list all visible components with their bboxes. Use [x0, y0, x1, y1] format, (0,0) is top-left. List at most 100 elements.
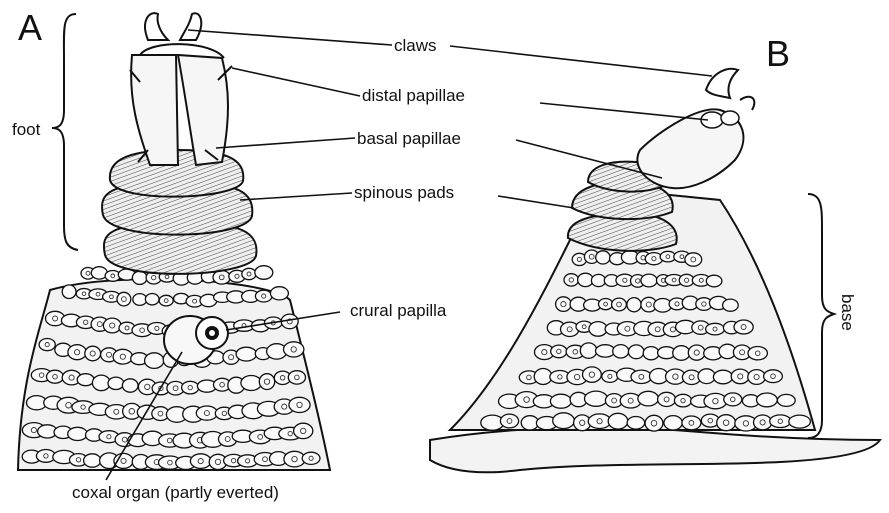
leader-spinous-a — [240, 193, 352, 200]
scale — [236, 347, 256, 361]
panel-label-a: A — [18, 10, 42, 46]
scale — [602, 370, 618, 382]
scale — [583, 367, 602, 382]
scale — [288, 371, 305, 384]
scale — [77, 374, 94, 386]
scale — [550, 394, 571, 408]
scale — [553, 413, 575, 429]
scale — [748, 370, 766, 385]
scale — [599, 299, 613, 310]
scale — [723, 299, 739, 311]
scale — [302, 452, 320, 464]
scale — [638, 391, 659, 406]
scale — [132, 271, 147, 284]
scale — [685, 253, 702, 266]
scale — [688, 345, 705, 360]
scale — [270, 287, 288, 300]
scale — [706, 275, 722, 287]
scale — [713, 370, 732, 384]
scale — [706, 323, 725, 335]
scale — [777, 394, 795, 406]
label-coxal-organ: coxal organ (partly everted) — [72, 484, 279, 501]
scale — [589, 322, 607, 337]
scale — [596, 251, 610, 264]
scale — [631, 370, 652, 383]
scale — [585, 391, 608, 406]
label-basal-papillae: basal papillae — [357, 130, 461, 147]
scale — [85, 346, 101, 361]
scale — [704, 393, 727, 408]
scale — [159, 295, 173, 306]
scale — [698, 369, 715, 384]
scale — [294, 423, 313, 438]
label-base: base — [839, 294, 856, 331]
scale — [608, 413, 628, 429]
scale — [596, 345, 615, 357]
scale — [122, 379, 138, 392]
leader-basal-a — [216, 138, 355, 148]
leader-claws-a — [188, 30, 392, 45]
scale — [47, 370, 64, 383]
scale — [103, 318, 121, 333]
scale — [641, 274, 657, 287]
scale — [754, 415, 772, 430]
scale — [196, 406, 217, 420]
leader-distal-a — [232, 68, 360, 96]
scale — [182, 381, 199, 394]
scale — [259, 374, 274, 390]
scale — [551, 345, 567, 358]
panel-a-spinous-pads — [102, 150, 256, 274]
scale — [255, 290, 272, 302]
scale — [500, 414, 518, 428]
leader-spinous-b — [498, 196, 574, 208]
scale — [612, 298, 627, 311]
scale — [674, 394, 691, 407]
scale — [748, 347, 767, 360]
scale — [645, 415, 663, 431]
label-crural-papilla: crural papilla — [350, 302, 446, 319]
scale — [770, 415, 791, 428]
scale — [717, 415, 736, 431]
label-claws: claws — [394, 37, 437, 54]
base-bracket — [808, 194, 834, 438]
panel-a-claws — [145, 13, 201, 40]
panel-b-base-flap — [430, 427, 880, 472]
scale — [113, 349, 132, 364]
scale — [190, 454, 211, 469]
label-distal-papillae: distal papillae — [362, 87, 465, 104]
scale — [580, 343, 597, 358]
scale — [564, 274, 579, 286]
scale — [39, 339, 55, 351]
scale — [628, 345, 644, 359]
scale — [734, 320, 753, 334]
scale — [643, 347, 659, 360]
scale — [108, 377, 124, 389]
scale — [664, 416, 682, 430]
scale — [62, 285, 76, 299]
scale — [658, 392, 676, 406]
scale — [731, 369, 749, 384]
scale — [556, 297, 572, 312]
scale — [242, 268, 256, 279]
scale — [284, 342, 304, 357]
scale — [627, 298, 641, 312]
scale — [613, 345, 629, 358]
scale — [133, 294, 147, 306]
scale — [68, 427, 88, 440]
panel-a-drawing — [18, 13, 330, 470]
scale — [682, 416, 701, 430]
scale — [145, 294, 159, 305]
panel-b-claws — [706, 69, 738, 98]
panel-b-drawing — [430, 69, 880, 472]
scale — [764, 370, 783, 383]
scale — [789, 415, 811, 428]
panel-label-b: B — [766, 36, 790, 72]
scale — [145, 353, 164, 369]
label-spinous-pads: spinous pads — [354, 184, 454, 201]
scale — [724, 393, 742, 406]
scale — [645, 253, 662, 265]
foot-bracket — [52, 14, 78, 250]
scale — [68, 345, 86, 360]
panel-a-foot — [130, 13, 232, 165]
